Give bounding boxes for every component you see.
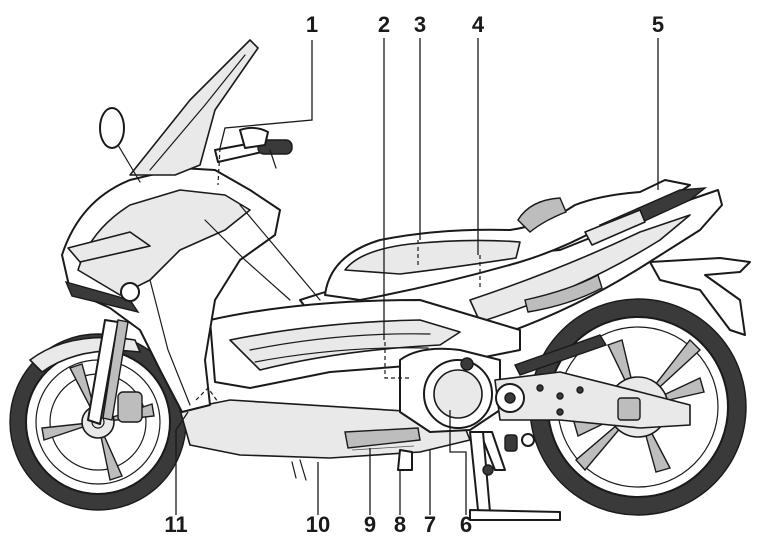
center-stand — [469, 431, 561, 521]
underbody — [179, 399, 471, 459]
callout-11: 11 — [164, 512, 187, 537]
callout-6: 6 — [460, 512, 472, 537]
handlebar — [214, 126, 293, 169]
front-fork — [87, 319, 129, 425]
windshield — [129, 39, 259, 176]
callout-7: 7 — [424, 512, 436, 537]
callout-5: 5 — [652, 12, 664, 37]
callout-labels: 1 2 3 4 5 6 7 8 9 10 11 — [164, 12, 664, 537]
leader-lines — [175, 38, 659, 515]
rear-fender — [649, 257, 751, 336]
swingarm — [494, 371, 691, 429]
callout-9: 9 — [364, 512, 376, 537]
engine — [399, 347, 501, 433]
callout-4: 4 — [472, 12, 485, 37]
callout-3: 3 — [414, 12, 426, 37]
mirror — [99, 107, 141, 183]
callout-2: 2 — [378, 12, 390, 37]
callout-10: 10 — [306, 512, 330, 537]
callout-1: 1 — [306, 12, 318, 37]
callout-8: 8 — [394, 512, 406, 537]
